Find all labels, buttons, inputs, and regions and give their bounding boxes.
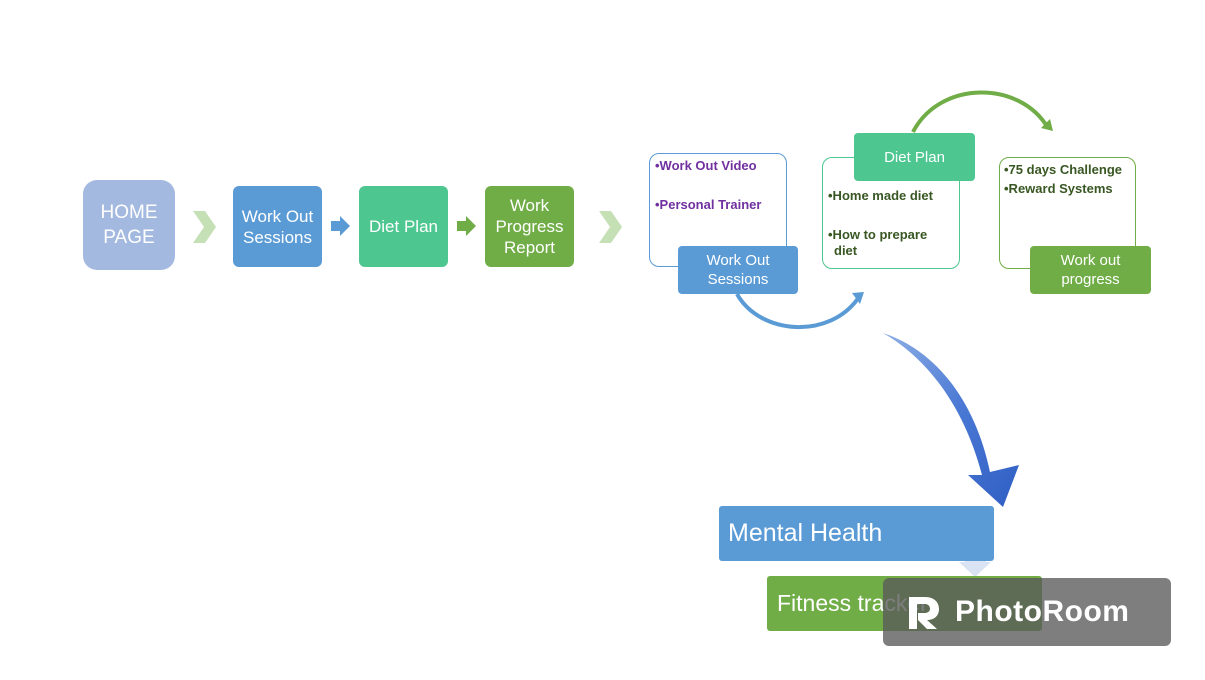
diet-card-title[interactable]: Diet Plan bbox=[854, 133, 975, 181]
home-page-box[interactable]: HOME PAGE bbox=[83, 180, 175, 270]
curved-arrow-icon bbox=[911, 90, 1050, 133]
workout-card-title-label: Work Out Sessions bbox=[706, 252, 770, 288]
work-out-sessions-label: Work Out Sessions bbox=[241, 206, 314, 247]
curved-arrow-icon bbox=[735, 292, 861, 329]
photoroom-watermark-text: PhotoRoom bbox=[955, 595, 1130, 628]
workout-item: •Work Out Video bbox=[655, 158, 757, 173]
work-progress-report-box[interactable]: Work Progress Report bbox=[485, 186, 574, 267]
progress-card-title[interactable]: Work out progress bbox=[1030, 246, 1151, 294]
arrow-right-icon bbox=[457, 216, 476, 236]
work-progress-report-label: Work Progress Report bbox=[495, 196, 564, 257]
chevron-right-icon bbox=[193, 211, 216, 243]
chevron-right-icon bbox=[599, 211, 622, 243]
diet-card-title-label: Diet Plan bbox=[884, 148, 945, 166]
photoroom-watermark: PhotoRoom bbox=[883, 578, 1171, 646]
diet-plan-label: Diet Plan bbox=[369, 217, 438, 236]
home-page-label: HOME PAGE bbox=[100, 202, 158, 248]
big-down-arrow-icon bbox=[883, 333, 1019, 507]
diet-plan-box[interactable]: Diet Plan bbox=[359, 186, 448, 267]
photoroom-logo-icon bbox=[909, 597, 939, 629]
progress-card-title-label: Work out progress bbox=[1060, 252, 1121, 288]
diet-item: •How to prepare bbox=[828, 227, 928, 242]
diet-item: •Home made diet bbox=[828, 188, 933, 203]
progress-item: •Reward Systems bbox=[1004, 181, 1113, 196]
workout-card-title[interactable]: Work Out Sessions bbox=[678, 246, 798, 294]
mental-health-label: Mental Health bbox=[728, 519, 883, 547]
arrow-right-icon bbox=[331, 216, 350, 236]
progress-item: •75 days Challenge bbox=[1004, 162, 1122, 177]
diet-item: diet bbox=[834, 243, 858, 258]
workout-item: •Personal Trainer bbox=[655, 197, 762, 212]
mental-health-box[interactable]: Mental Health bbox=[719, 506, 994, 561]
work-out-sessions-box[interactable]: Work Out Sessions bbox=[233, 186, 322, 267]
